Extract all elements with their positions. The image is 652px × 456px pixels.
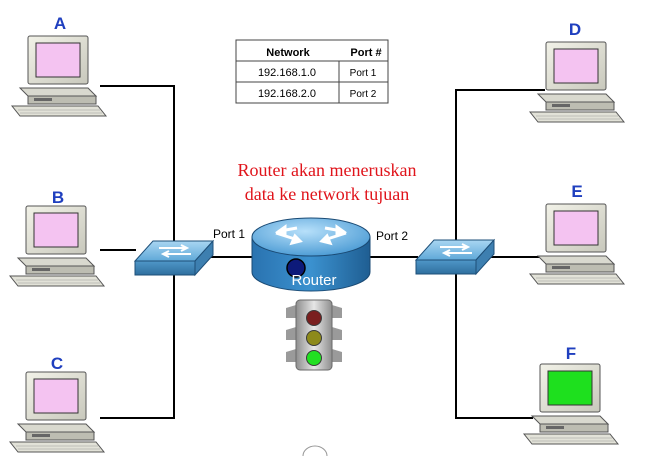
port-1-label: Port 1 bbox=[213, 227, 245, 241]
host-c bbox=[9, 371, 105, 453]
host-d-screen bbox=[553, 48, 599, 84]
host-a bbox=[11, 35, 107, 117]
port-2-label: Port 2 bbox=[376, 229, 408, 243]
router-label: Router bbox=[291, 272, 336, 289]
host-f bbox=[523, 363, 619, 445]
caption-line-2: data ke network tujuan bbox=[245, 184, 409, 204]
routing-table-row1-port: Port 1 bbox=[350, 68, 377, 79]
host-f-screen bbox=[547, 370, 593, 406]
bottom-partial-circle bbox=[302, 445, 328, 456]
switch-left bbox=[134, 240, 214, 276]
routing-table-header-network: Network bbox=[266, 47, 310, 59]
host-d bbox=[529, 41, 625, 123]
host-d-label: D bbox=[569, 20, 581, 39]
routing-table-row1-network: 192.168.1.0 bbox=[258, 67, 316, 79]
host-c-label: C bbox=[51, 354, 63, 373]
routing-table-header-port: Port # bbox=[350, 47, 381, 59]
host-e-label: E bbox=[571, 182, 582, 201]
host-a-label: A bbox=[54, 14, 66, 33]
router-icon: Router bbox=[251, 217, 371, 292]
caption-line-1: Router akan meneruskan bbox=[238, 160, 417, 180]
routing-table: Network Port # 192.168.1.0 Port 1 192.16… bbox=[235, 39, 389, 104]
host-e bbox=[529, 203, 625, 285]
host-f-label: F bbox=[566, 344, 576, 363]
host-b-label: B bbox=[52, 188, 64, 207]
switch-right bbox=[415, 239, 495, 275]
host-c-screen bbox=[33, 378, 79, 414]
host-b bbox=[9, 205, 105, 287]
traffic-light-red bbox=[306, 310, 322, 326]
host-b-screen bbox=[33, 212, 79, 248]
routing-table-row2-port: Port 2 bbox=[350, 89, 377, 100]
host-a-screen bbox=[35, 42, 81, 78]
traffic-light-green bbox=[306, 350, 322, 366]
traffic-light-yellow bbox=[306, 330, 322, 346]
traffic-light-icon bbox=[286, 299, 342, 371]
routing-table-row2-network: 192.168.2.0 bbox=[258, 88, 316, 100]
host-e-screen bbox=[553, 210, 599, 246]
